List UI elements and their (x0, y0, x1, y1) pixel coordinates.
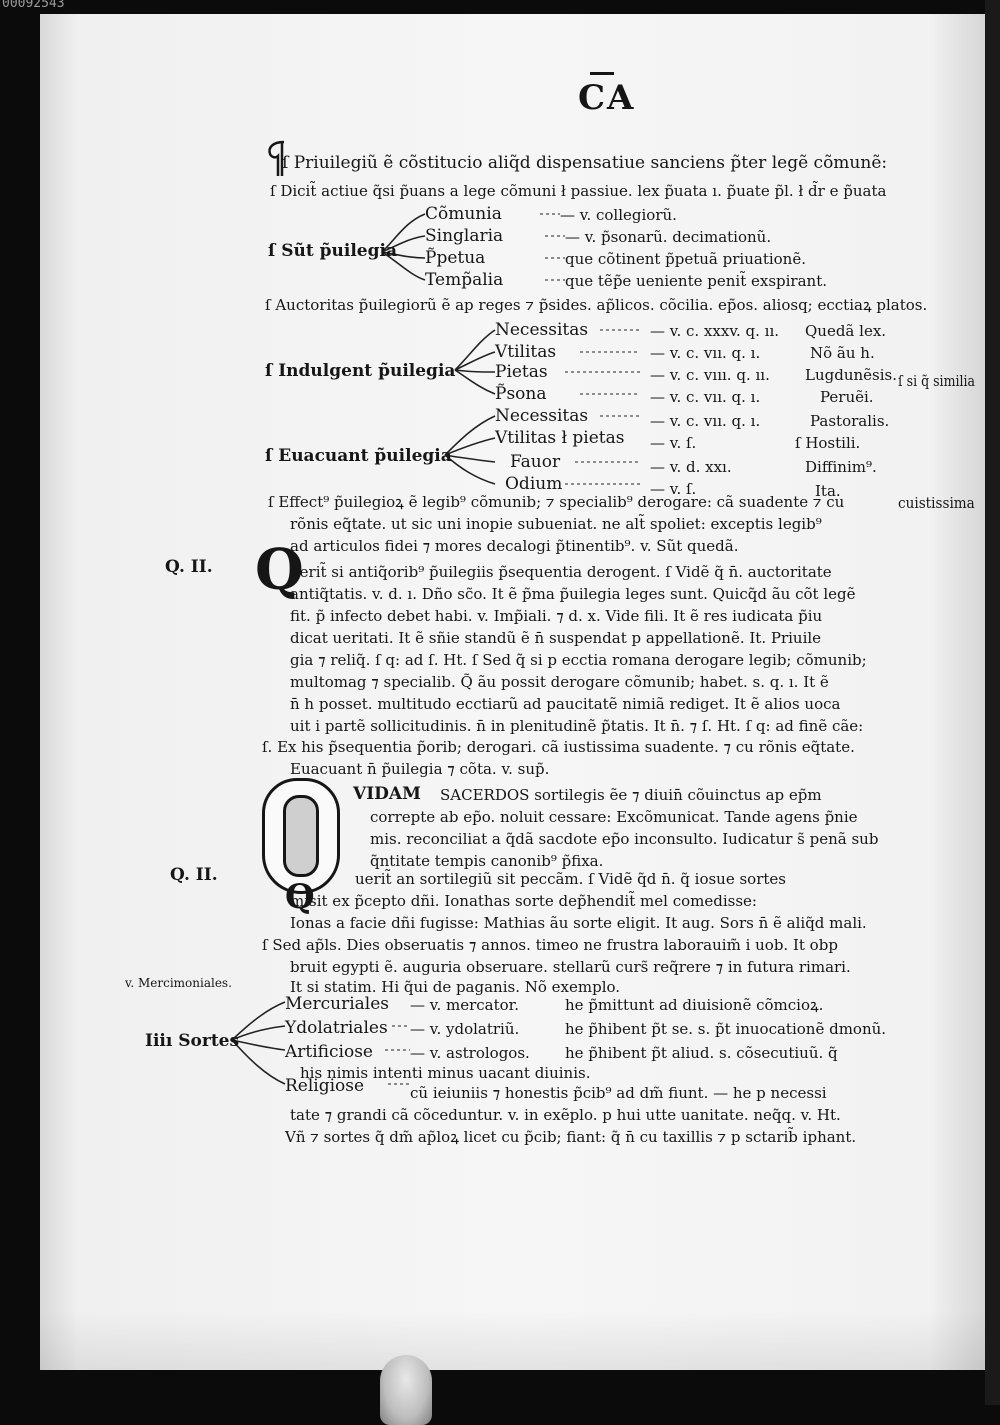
tree-label: Vtilitas ł pietas (495, 428, 625, 448)
tree-reference: — v. c. xxxv. q. ıı. (650, 322, 780, 340)
initial-ornament (283, 795, 319, 877)
text-line: uerit̃ an sortilegiũ sit peccãm. ſ Vidẽ … (355, 870, 786, 888)
decorated-initial-q (262, 778, 340, 894)
tree-reference: — v. collegiorũ. (560, 206, 677, 224)
text-line: uerit̃ si antiq̃orib⁹ p̃uilegiis p̃seque… (290, 563, 832, 581)
page-edge-shadow (985, 0, 1000, 1405)
tree-gloss: he p̃mittunt ad diuisionẽ cõmcioꝝ. (565, 996, 824, 1014)
tree-root-label: ſ Euacuant p̃uilegia (265, 446, 452, 466)
initial-letter-q: Q (255, 537, 304, 603)
text-line: tate ⁊ grandi cã cõceduntur. v. in exẽpl… (290, 1106, 841, 1124)
text-line: fit. p̃ infecto debet habi. v. Imp̃iali.… (290, 607, 823, 625)
text-line: correpte ab ep̃o. noluit cessare: Excõmu… (370, 808, 858, 826)
text-line: uit i partẽ sollicitudinis. n̄ in plenit… (290, 717, 864, 735)
text-line: ſ. Ex his p̃sequentia p̃orib; derogari. … (262, 738, 855, 756)
tree-incipit: Diffinim⁹. (805, 458, 877, 476)
text-line: q̃ntitate tempis canonib⁹ p̃fixa. (370, 852, 604, 870)
text-line: cũ ieiuniis ⁊ honestis p̃cib⁹ ad dm̃ fiu… (410, 1084, 827, 1102)
tree-reference: — v. mercator. (410, 996, 519, 1014)
paragraph-mark-icon (262, 138, 285, 184)
tree-reference: — v. ydolatriũ. (410, 1020, 520, 1038)
tree-gloss: he p̃hibent p̃t se. s. p̃t inuocationẽ d… (565, 1020, 887, 1038)
tree-root-label: ſ Sũt p̃uilegia (268, 241, 397, 261)
text-line: n̄ h posset. multitudo ecctiarũ ad pauci… (290, 695, 841, 713)
tree-label: Cõmunia (425, 204, 502, 224)
manuscript-page (40, 14, 985, 1370)
tree-label: Mercuriales (285, 994, 389, 1014)
tree-label: P̃petua (425, 248, 486, 268)
tree-incipit: Quedã lex. (805, 322, 887, 340)
heading-abbreviation-bar (590, 72, 614, 75)
tree-root-label: ſ Indulgent p̃uilegia (265, 361, 456, 381)
tree-reference: — v. p̃sonarũ. decimationũ. (565, 228, 772, 246)
tree-label: Fauor (510, 452, 561, 472)
tree-label: P̃sona (495, 384, 547, 404)
tree-gloss: he p̃hibent p̃t aliud. s. cõsecutiuũ. q̃ (565, 1044, 838, 1062)
text-line: ſ Auctoritas p̃uilegiorũ ẽ ap reges ⁊ p̃… (265, 296, 928, 314)
tree-label: Ydolatriales (285, 1018, 388, 1038)
text-line: SACERDOS sortilegis ẽe ⁊ diuin̄ cõuinctu… (440, 786, 822, 804)
tree-label: Singlaria (425, 226, 504, 246)
tree-incipit: Nõ ãu h. (810, 344, 875, 362)
tree-label: Necessitas (495, 320, 589, 340)
tree-incipit: Lugdunẽsis. (805, 366, 897, 384)
margin-note: v. Mercimoniales. (125, 976, 232, 990)
tree-incipit: ſ Hostili. (795, 434, 861, 452)
tree-reference: — v. astrologos. (410, 1044, 530, 1062)
page-heading: CA (578, 78, 636, 118)
initial-letter-q-tail: Q (285, 877, 315, 917)
tree-reference: que cõtinent p̃petuã priuationẽ. (565, 250, 806, 268)
text-line: antiq̃tatis. v. d. ı. Dño sc̃o. It ẽ p̃m… (290, 585, 856, 603)
tree-label: Odium (505, 474, 563, 494)
tree-label: Necessitas (495, 406, 589, 426)
text-line: Ionas a facie dñi fugisse: Mathias ãu so… (290, 914, 867, 932)
text-line: gia ⁊ reliq̃. ſ q: ad ſ. Ht. ſ Sed q̃ si… (290, 651, 867, 669)
text-line: It si statim. Hi q̃ui de paganis. Nõ exe… (290, 978, 621, 996)
text-line: mis. reconciliat a q̃dã sacdote ep̃o inc… (370, 830, 879, 848)
scan-header-bar: 00092543 (0, 0, 1000, 14)
text-line: ad articulos fidei ⁊ mores decalogi p̃ti… (290, 537, 739, 555)
tree-reference: — v. c. vıı. q. ı. (650, 388, 761, 406)
tree-root-label: Iiiı Sortes (145, 1031, 240, 1051)
text-line: his nimis intenti minus uacant diuinis. (300, 1064, 591, 1082)
tree-reference: — v. ſ. (650, 480, 697, 498)
case-incipit: VIDAM (353, 784, 421, 804)
text-line: ſ Dicit̃ actiue q̃si p̃uans a lege cõmun… (270, 182, 887, 200)
question-marker: Q. II. (165, 557, 213, 577)
margin-note: ſ si q̃ similia (898, 372, 976, 390)
question-marker: Q. II. (170, 865, 218, 885)
tree-label: Pietas (495, 362, 548, 382)
text-line: ſ Sed ap̃ls. Dies obseruatis ⁊ annos. ti… (262, 936, 838, 954)
text-line: misit ex p̃cepto dñi. Ionathas sorte dep… (290, 892, 757, 910)
tree-reference: que tẽp̃e ueniente penit̃ exspirant. (565, 272, 828, 290)
text-line: Euacuant n̄ p̃uilegia ⁊ cõta. v. sup̃. (290, 760, 550, 778)
text-line: multomag ⁊ specialib. Q̃ ãu possit derog… (290, 673, 829, 691)
text-line: ſ Priuilegiũ ẽ cõstitucio aliq̃d dispens… (282, 153, 888, 173)
text-line: bruit egypti ẽ. auguria obseruare. stell… (290, 958, 851, 976)
tree-label: Temp̃alia (425, 270, 504, 290)
tree-reference: — v. d. xxı. (650, 458, 732, 476)
tree-label: Vtilitas (495, 342, 557, 362)
scan-id: 00092543 (2, 0, 65, 11)
tree-label: Religiose (285, 1076, 365, 1096)
tree-reference: — v. c. vııı. q. ıı. (650, 366, 770, 384)
text-line: ſ Effect⁹ p̃uilegioꝝ ẽ legib⁹ cõmunib; ⁊… (268, 493, 845, 511)
text-line: Vñ ⁊ sortes q̃ dm̃ ap̃loꝝ licet cu p̃cib… (285, 1128, 857, 1146)
tree-incipit: Peruẽi. (820, 388, 874, 406)
tree-reference: — v. c. vıı. q. ı. (650, 412, 761, 430)
text-line: rõnis eq̃tate. ut sic uni inopie subueni… (290, 515, 822, 533)
text-line: dicat ueritati. It ẽ sñie standũ ẽ n̄ su… (290, 629, 822, 647)
tree-reference: — v. c. vıı. q. ı. (650, 344, 761, 362)
tree-reference: — v. ſ. (650, 434, 697, 452)
tree-label: Artificiose (285, 1042, 373, 1062)
tree-incipit: Pastoralis. (810, 412, 890, 430)
margin-note: cuistissima (898, 494, 975, 512)
tree-incipit: Ita. (815, 482, 841, 500)
